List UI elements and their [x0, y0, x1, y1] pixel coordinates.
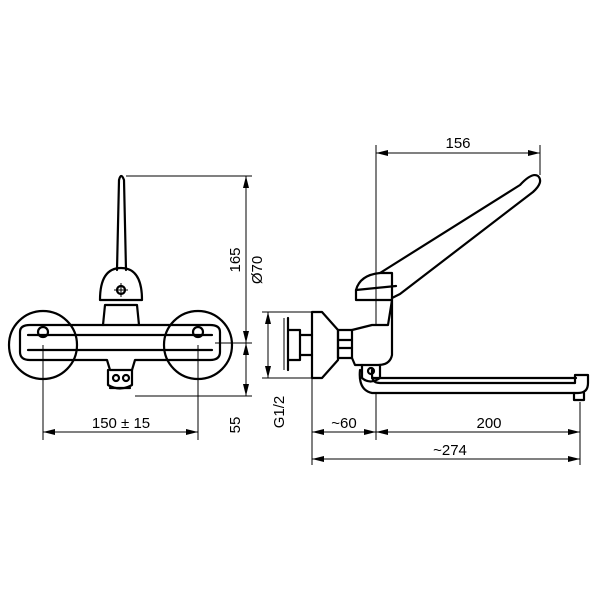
spout: [358, 368, 590, 395]
mixer-body: [18, 323, 222, 372]
dim-wall-offset: ~60: [331, 415, 356, 432]
side-body: [350, 298, 394, 367]
front-view: [7, 174, 234, 390]
front-lever: [115, 174, 128, 272]
cartridge-housing: [101, 303, 141, 327]
side-view: [286, 173, 590, 402]
long-lever: [378, 173, 542, 300]
side-dimensions: 156 Ø70 G1/2 ~60 200 ~274: [249, 135, 581, 465]
side-flange: [310, 310, 340, 380]
aerator: [572, 391, 586, 402]
dim-flange-diameter: Ø70: [249, 256, 266, 284]
dim-front-bottom: 55: [227, 417, 244, 434]
dim-thread: G1/2: [271, 396, 288, 429]
dim-front-height: 165: [227, 247, 244, 272]
connector-pipe: [286, 316, 302, 372]
dim-spout-reach: 200: [476, 415, 501, 432]
dim-front-width: 150 ± 15: [92, 415, 150, 432]
side-nut: [336, 328, 354, 360]
dim-total-reach: ~274: [433, 442, 467, 459]
dim-lever-reach: 156: [445, 135, 470, 152]
front-dimensions: 150 ± 15 165 55: [42, 175, 252, 440]
